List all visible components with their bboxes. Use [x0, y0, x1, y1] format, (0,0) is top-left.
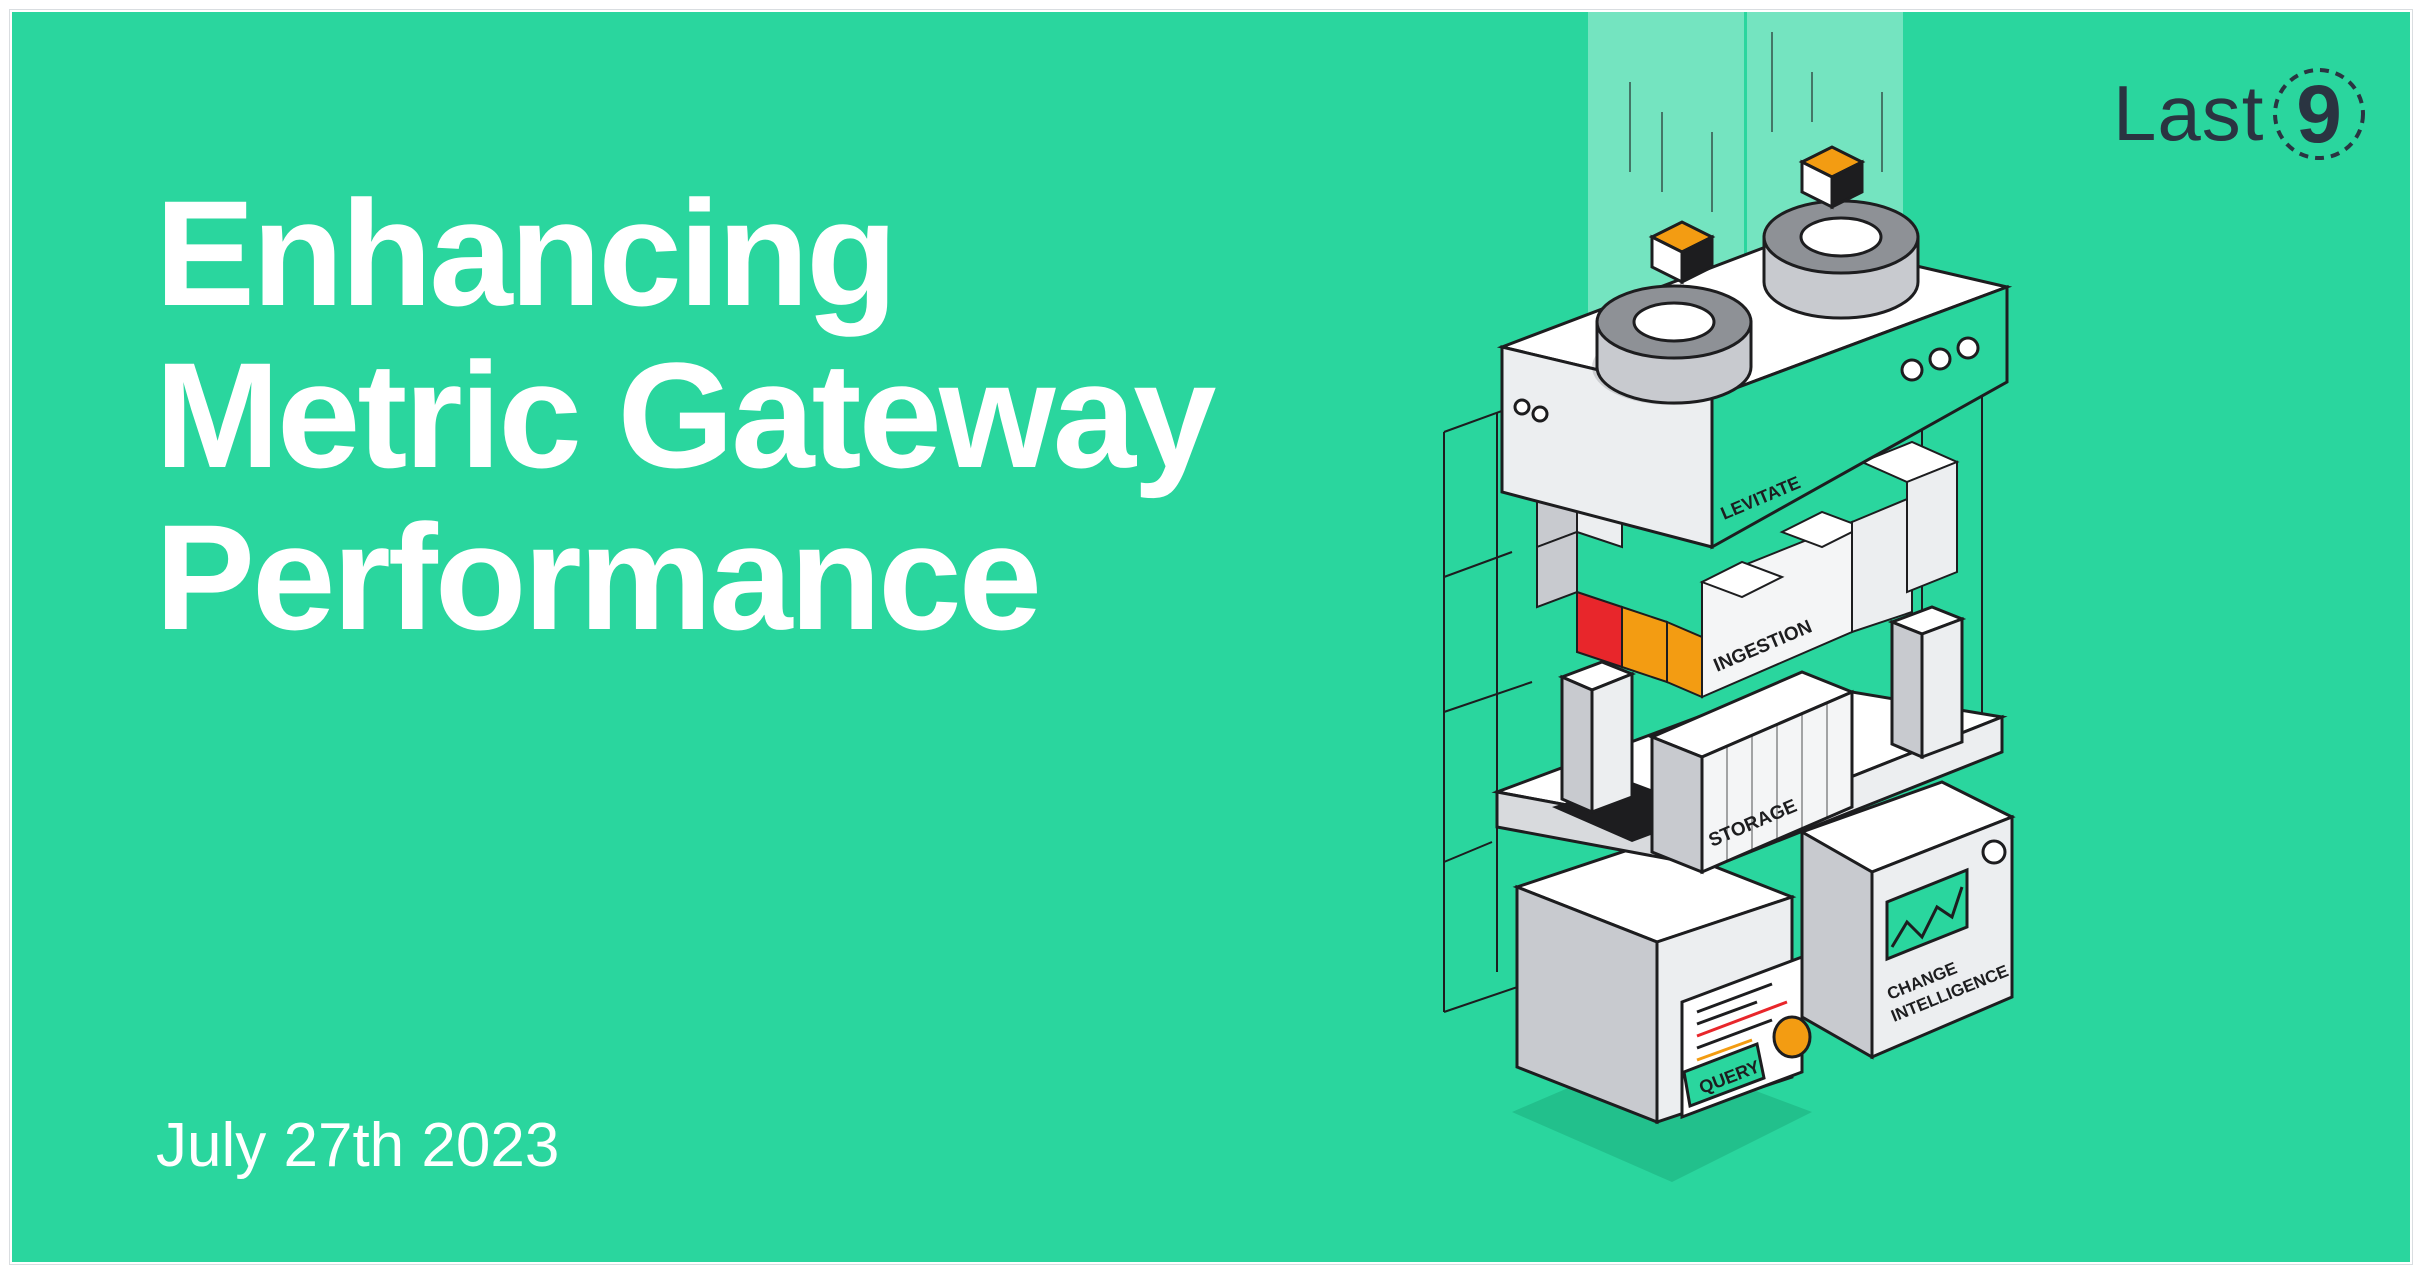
change-intelligence-block: CHANGE INTELLIGENCE: [1798, 780, 2016, 1060]
logo-wordmark: Last: [2113, 69, 2265, 157]
led-icon-3: [1956, 336, 1980, 360]
port-icon-2: [1531, 405, 1549, 423]
title-line-1: Enhancing: [155, 169, 898, 337]
graph-line-icon: [1890, 886, 1964, 948]
query-block: QUERY: [1512, 840, 1812, 1125]
brand-logo: Last 9: [2113, 64, 2373, 174]
storage-container: STORAGE: [1648, 670, 1856, 875]
publish-date: July 27th 2023: [156, 1111, 560, 1180]
title-line-3: Performance: [155, 493, 1042, 661]
port-icon-1: [1513, 398, 1531, 416]
chat-bubble-icon: [1772, 1015, 1812, 1059]
server-racks: [1557, 605, 1967, 815]
gauge-icon: [1981, 839, 2007, 865]
logo-nine-icon: 9: [2273, 68, 2365, 160]
page-title: Enhancing Metric Gateway Performance: [155, 169, 1216, 661]
banner: Enhancing Metric Gateway Performance Jul…: [12, 12, 2410, 1262]
architecture-illustration: QUERY CHANGE INTELLIGENCE: [1443, 12, 2016, 1182]
led-icon-1: [1900, 358, 1924, 382]
title-line-2: Metric Gateway: [155, 331, 1216, 499]
logo-nine: 9: [2296, 69, 2342, 160]
levitate-block: LEVITATE: [1496, 145, 2013, 550]
led-icon-2: [1928, 347, 1952, 371]
motion-lines: [1629, 32, 1883, 212]
